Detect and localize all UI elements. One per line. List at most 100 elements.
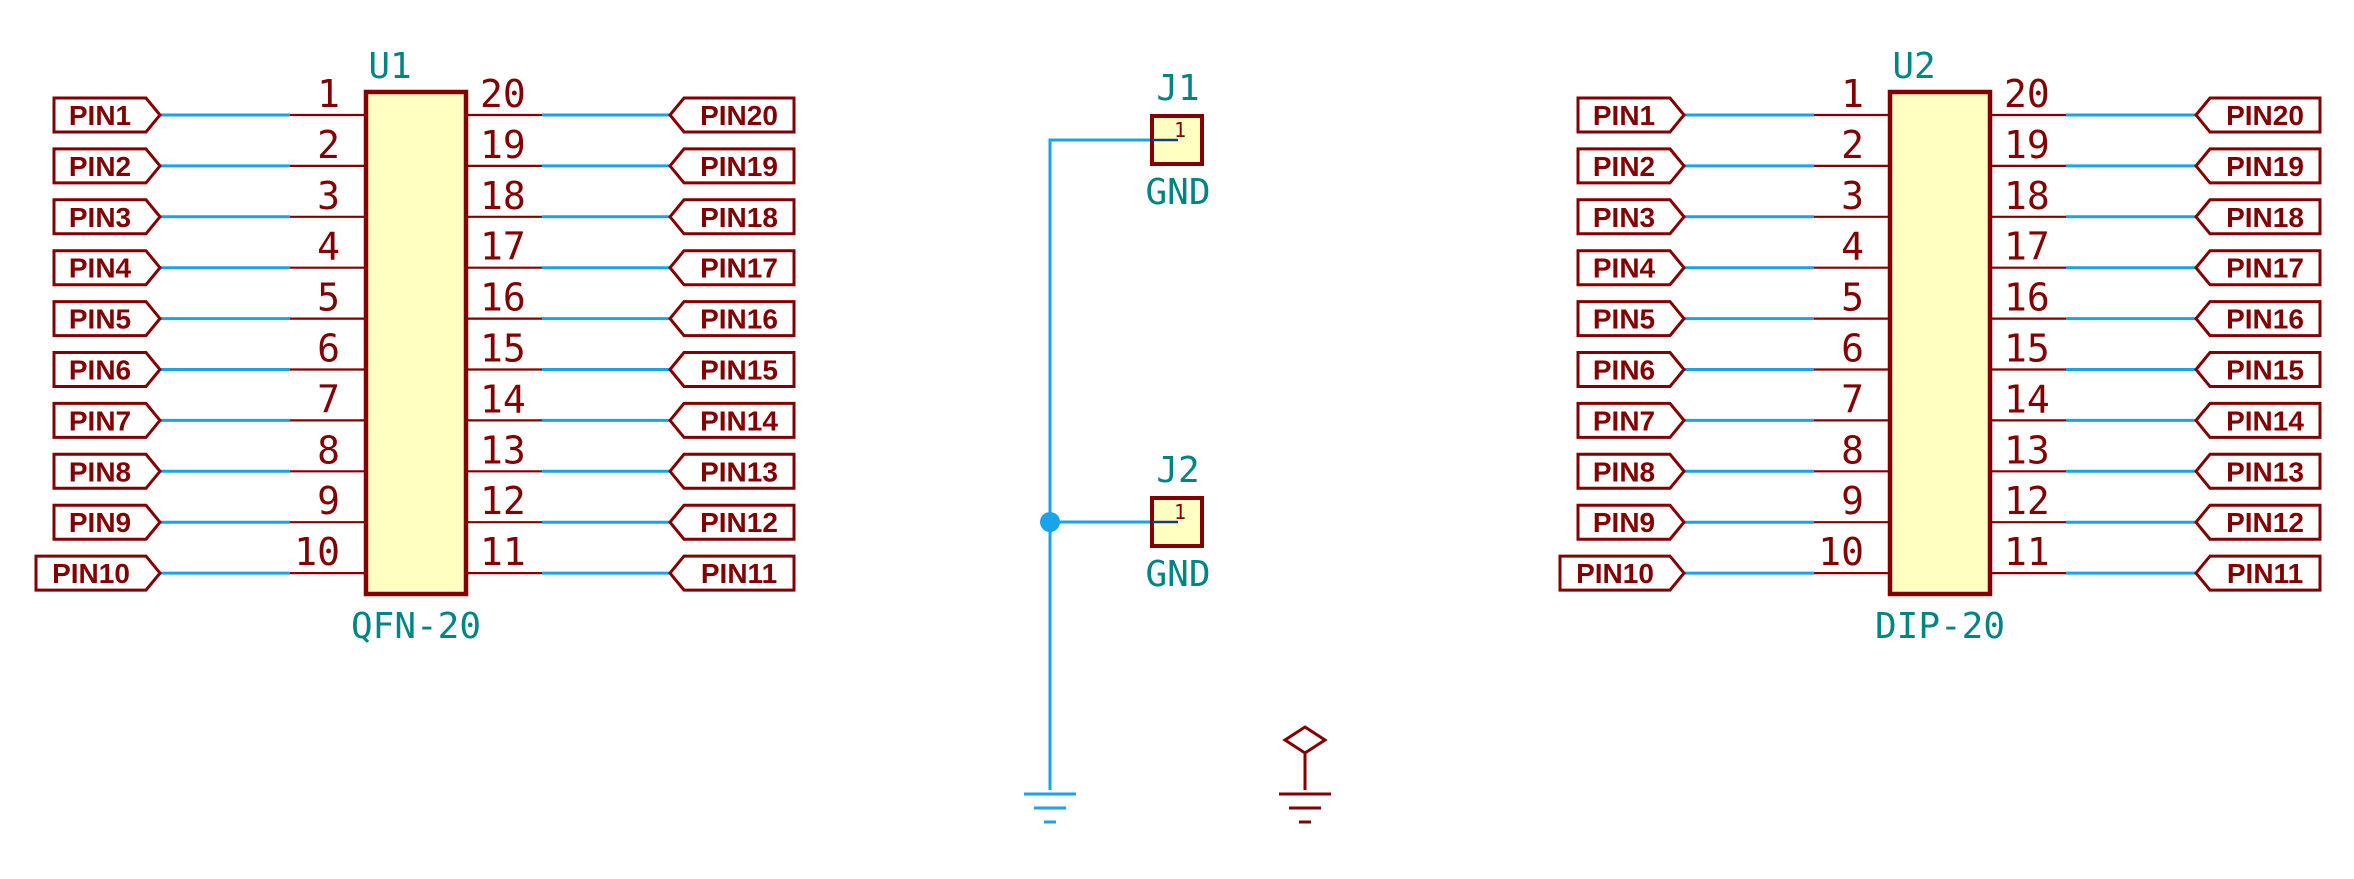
u1-pin-number-2: 2	[317, 123, 340, 167]
net-label-pin18[interactable]: PIN18	[2194, 198, 2322, 236]
ground-symbol[interactable]	[1024, 792, 1076, 824]
net-label-text: PIN6	[69, 355, 131, 386]
net-label-text: PIN2	[1593, 151, 1655, 182]
net-label-text: PIN10	[52, 558, 130, 589]
net-label-text: PIN20	[2226, 100, 2304, 131]
net-label-text: PIN5	[1593, 304, 1655, 335]
net-label-pin3[interactable]: PIN3	[1576, 198, 1686, 236]
net-label-text: PIN8	[69, 456, 131, 487]
net-label-pin16[interactable]: PIN16	[2194, 300, 2322, 338]
net-label-text: PIN20	[700, 100, 778, 131]
u2-pin-number-13: 13	[2004, 428, 2050, 472]
u1-pin-number-13: 13	[480, 428, 526, 472]
u1-pin-number-4: 4	[317, 225, 340, 269]
net-label-pin20[interactable]: PIN20	[668, 96, 796, 134]
net-label-text: PIN5	[69, 304, 131, 335]
net-label-text: PIN12	[700, 507, 778, 538]
u1-pin-number-19: 19	[480, 123, 526, 167]
connector-j2[interactable]: J2 1 GND	[1145, 450, 1210, 595]
net-label-pin18[interactable]: PIN18	[668, 198, 796, 236]
net-label-pin13[interactable]: PIN13	[2194, 452, 2322, 490]
j1-value: GND	[1145, 172, 1210, 213]
u1-pin-number-1: 1	[317, 72, 340, 116]
net-label-pin4[interactable]: PIN4	[52, 249, 162, 287]
net-label-pin2[interactable]: PIN2	[1576, 147, 1686, 185]
j1-reference: J1	[1156, 68, 1199, 109]
net-label-pin9[interactable]: PIN9	[52, 503, 162, 541]
net-label-pin4[interactable]: PIN4	[1576, 249, 1686, 287]
u1-pin-number-9: 9	[317, 479, 340, 523]
net-label-text: PIN13	[700, 456, 778, 487]
net-label-pin2[interactable]: PIN2	[52, 147, 162, 185]
net-label-pin15[interactable]: PIN15	[2194, 351, 2322, 388]
net-label-text: PIN1	[1593, 100, 1655, 131]
net-label-text: PIN8	[1593, 456, 1655, 487]
u2-pin-number-4: 4	[1841, 225, 1864, 269]
net-label-pin8[interactable]: PIN8	[1576, 452, 1686, 490]
net-label-pin16[interactable]: PIN16	[668, 300, 796, 338]
u2-pin-number-19: 19	[2004, 123, 2050, 167]
u1-net-labels: PIN1PIN2PIN3PIN4PIN5PIN6PIN7PIN8PIN9PIN1…	[34, 96, 796, 592]
net-label-pin9[interactable]: PIN9	[1576, 503, 1686, 541]
net-label-pin19[interactable]: PIN19	[2194, 147, 2322, 185]
u1-body[interactable]	[363, 89, 469, 597]
net-label-text: PIN18	[2226, 202, 2304, 233]
net-label-pin11[interactable]: PIN11	[2194, 554, 2322, 592]
u2-pin-number-16: 16	[2004, 276, 2050, 320]
u1-pin-number-12: 12	[480, 479, 526, 523]
u2-pin-number-20: 20	[2004, 72, 2050, 116]
net-label-pin1[interactable]: PIN1	[1576, 96, 1686, 134]
u1-pin-number-16: 16	[480, 276, 526, 320]
u1-pin-number-7: 7	[317, 377, 340, 421]
net-label-text: PIN11	[701, 558, 777, 589]
power-flag-symbol[interactable]	[1279, 725, 1331, 824]
net-label-pin20[interactable]: PIN20	[2194, 96, 2322, 134]
net-label-text: PIN2	[69, 151, 131, 182]
wire-j1-to-ground[interactable]	[1048, 138, 1176, 790]
u1-pin-number-11: 11	[480, 530, 526, 574]
net-label-pin5[interactable]: PIN5	[52, 300, 162, 338]
u2-body[interactable]	[1887, 89, 1993, 597]
net-label-pin10[interactable]: PIN10	[34, 554, 162, 592]
net-label-pin15[interactable]: PIN15	[668, 351, 796, 388]
net-label-pin11[interactable]: PIN11	[668, 554, 796, 592]
u2-pin-number-5: 5	[1841, 276, 1864, 320]
net-label-pin12[interactable]: PIN12	[2194, 503, 2322, 541]
u1-reference: U1	[368, 46, 411, 87]
net-label-text: PIN4	[1593, 253, 1656, 284]
u1-value: QFN-20	[351, 606, 481, 647]
u2-pin-number-8: 8	[1841, 428, 1864, 472]
net-label-text: PIN15	[2226, 355, 2304, 386]
u2-reference: U2	[1892, 46, 1935, 87]
u1-pin-number-15: 15	[480, 327, 526, 371]
net-label-pin1[interactable]: PIN1	[52, 96, 162, 134]
net-label-pin5[interactable]: PIN5	[1576, 300, 1686, 338]
net-label-pin7[interactable]: PIN7	[52, 401, 162, 439]
net-label-pin10[interactable]: PIN10	[1558, 554, 1686, 592]
u1-pin-number-20: 20	[480, 72, 526, 116]
net-label-pin6[interactable]: PIN6	[1576, 351, 1686, 388]
net-label-pin12[interactable]: PIN12	[668, 503, 796, 541]
net-label-pin6[interactable]: PIN6	[52, 351, 162, 388]
net-label-pin17[interactable]: PIN17	[2194, 249, 2322, 287]
net-label-pin17[interactable]: PIN17	[668, 249, 796, 287]
net-label-text: PIN12	[2226, 507, 2304, 538]
net-label-pin19[interactable]: PIN19	[668, 147, 796, 185]
net-label-pin14[interactable]: PIN14	[668, 401, 796, 439]
net-label-pin14[interactable]: PIN14	[2194, 401, 2322, 439]
net-label-pin8[interactable]: PIN8	[52, 452, 162, 490]
net-label-pin3[interactable]: PIN3	[52, 198, 162, 236]
net-label-text: PIN13	[2226, 456, 2304, 487]
u1-pin-number-5: 5	[317, 276, 340, 320]
u2-pin-number-1: 1	[1841, 72, 1864, 116]
net-label-text: PIN9	[1593, 507, 1655, 538]
net-label-pin13[interactable]: PIN13	[668, 452, 796, 490]
u2-pin-number-10: 10	[1818, 530, 1864, 574]
net-label-text: PIN7	[1593, 405, 1655, 436]
u1-pin-number-18: 18	[480, 174, 526, 218]
connector-j1[interactable]: J1 1 GND	[1145, 68, 1210, 213]
net-label-pin7[interactable]: PIN7	[1576, 401, 1686, 439]
